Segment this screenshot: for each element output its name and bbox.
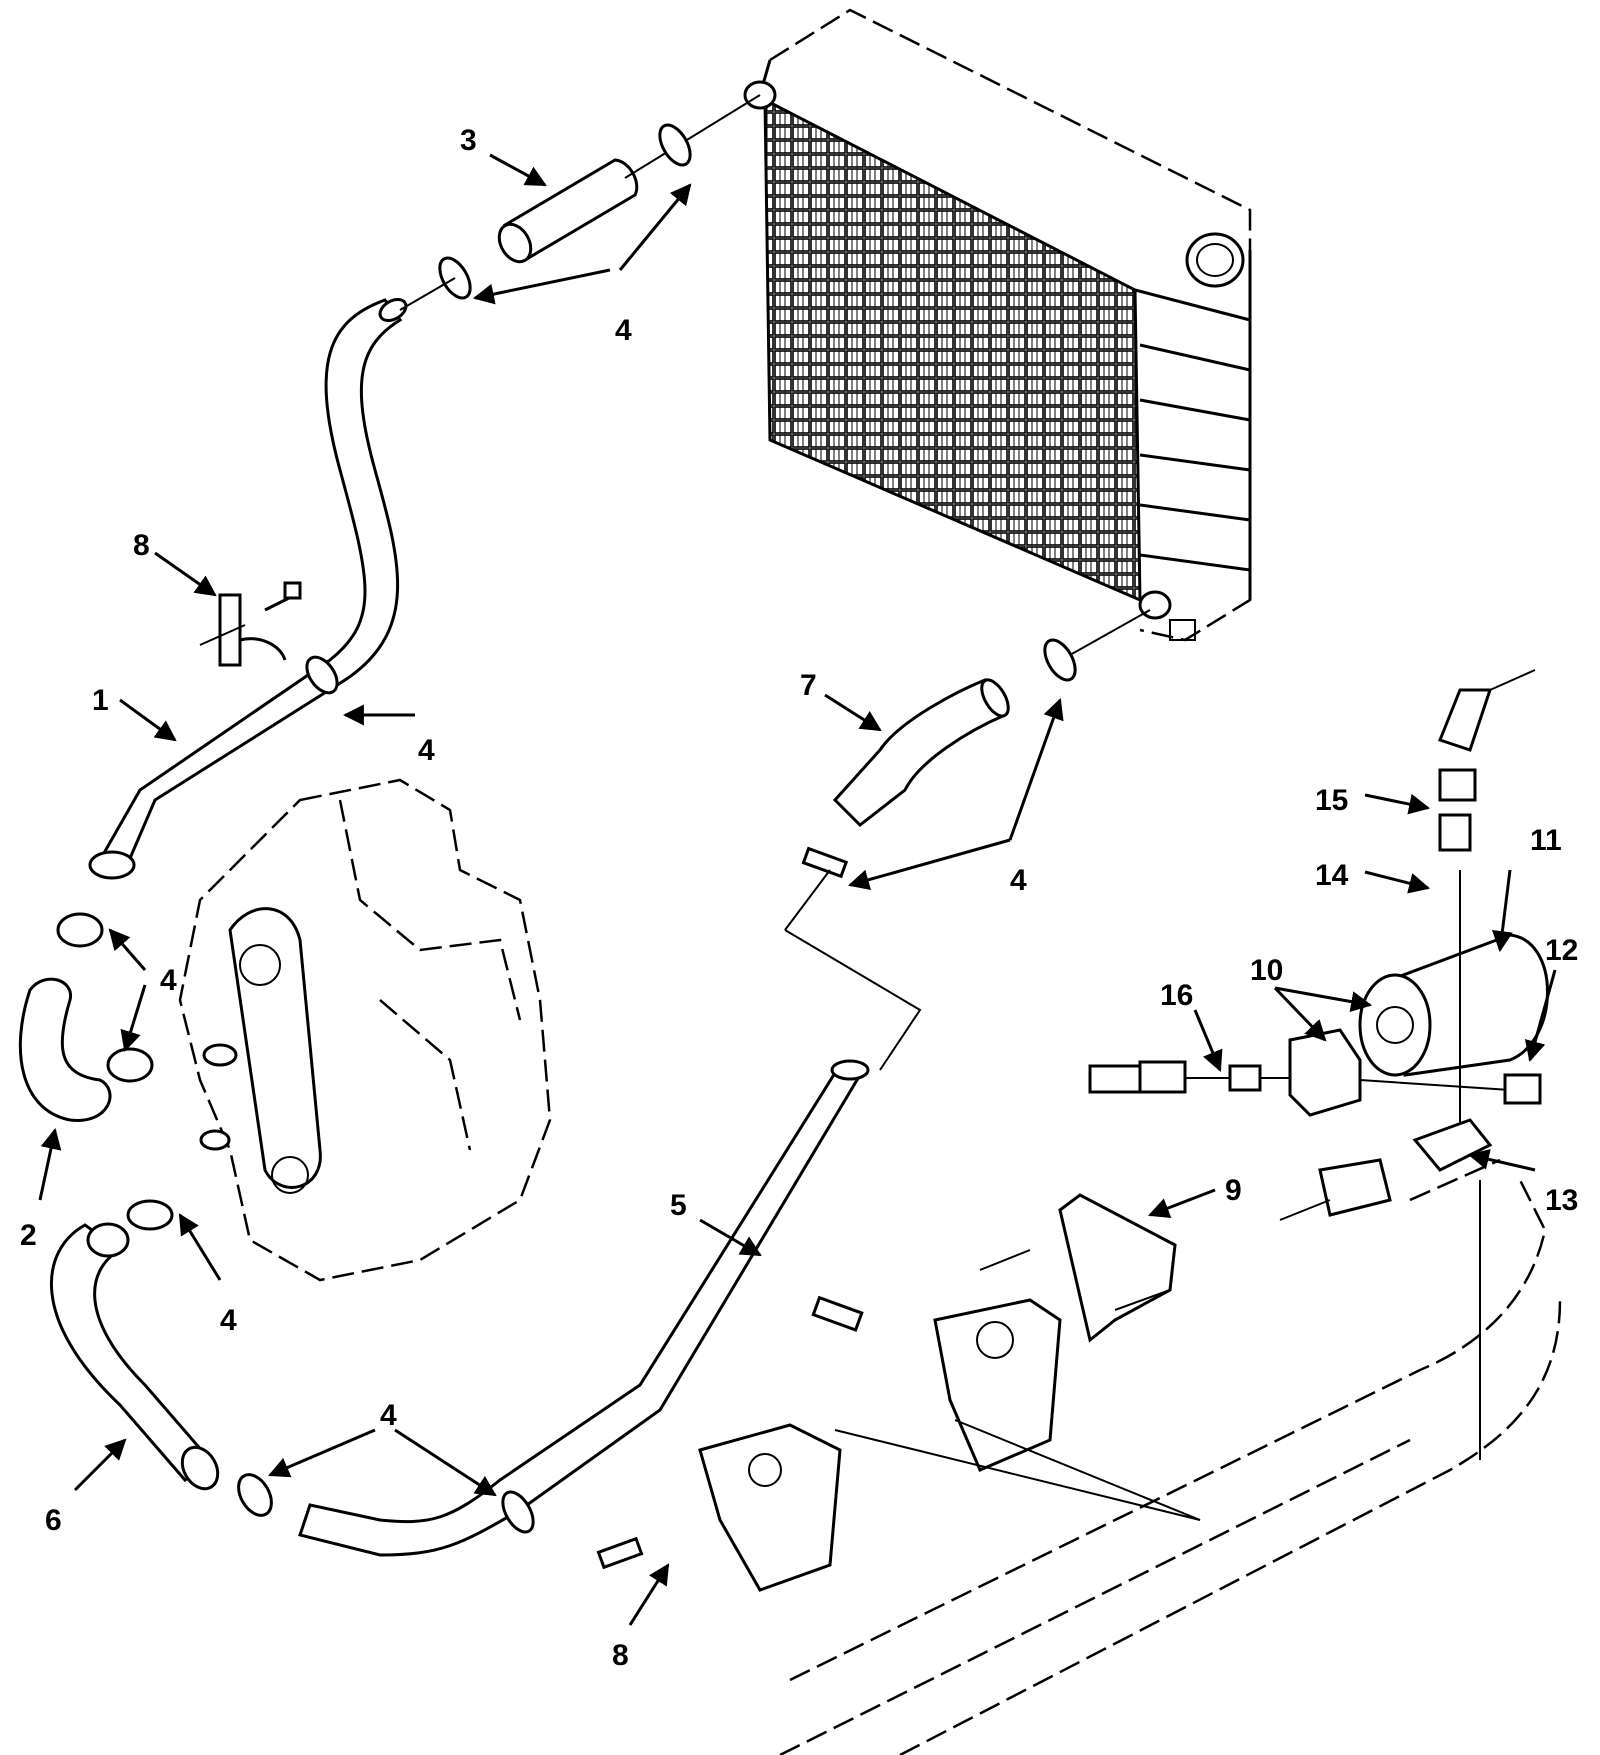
hose-6: [49, 1199, 273, 1517]
bracket-8: [199, 581, 302, 667]
upper-hose-1: [88, 277, 456, 880]
callout-14: 14: [1315, 859, 1349, 892]
lower-hose-5: [298, 929, 922, 1557]
callout-8: 8: [612, 1639, 629, 1672]
callout-4: 4: [1010, 864, 1027, 897]
radiator: [743, 8, 1252, 642]
callout-8: 8: [133, 529, 150, 562]
callout-10: 10: [1250, 954, 1283, 987]
hose-7: [784, 609, 1151, 931]
callout-4: 4: [380, 1399, 397, 1432]
callout-16: 16: [1160, 979, 1193, 1012]
callout-labels: 3 4 8 1 4 7 4 15 11 14 4 10 16 12 2 4 13…: [20, 124, 1578, 1672]
callout-5: 5: [670, 1189, 687, 1222]
callout-13: 13: [1545, 1184, 1578, 1217]
callout-6: 6: [45, 1504, 62, 1537]
callout-9: 9: [1225, 1174, 1242, 1207]
callout-4: 4: [220, 1304, 237, 1337]
upper-hose-3: [497, 94, 761, 264]
callout-4: 4: [418, 734, 435, 767]
hose-2: [18, 912, 154, 1122]
callout-4: 4: [615, 314, 632, 347]
callout-15: 15: [1315, 784, 1348, 817]
callout-1: 1: [92, 684, 109, 717]
engine: [178, 778, 552, 1282]
callout-4: 4: [160, 964, 177, 997]
oil-filter-assembly: [1088, 669, 1549, 1221]
callout-3: 3: [460, 124, 477, 157]
frame-rail: [779, 1158, 1562, 1755]
callout-11: 11: [1530, 824, 1562, 857]
callout-2: 2: [20, 1219, 37, 1252]
leader-arrows: [38, 153, 1557, 1626]
callout-7: 7: [800, 669, 817, 702]
mounting-brackets: [596, 1193, 1177, 1592]
callout-12: 12: [1545, 934, 1578, 967]
